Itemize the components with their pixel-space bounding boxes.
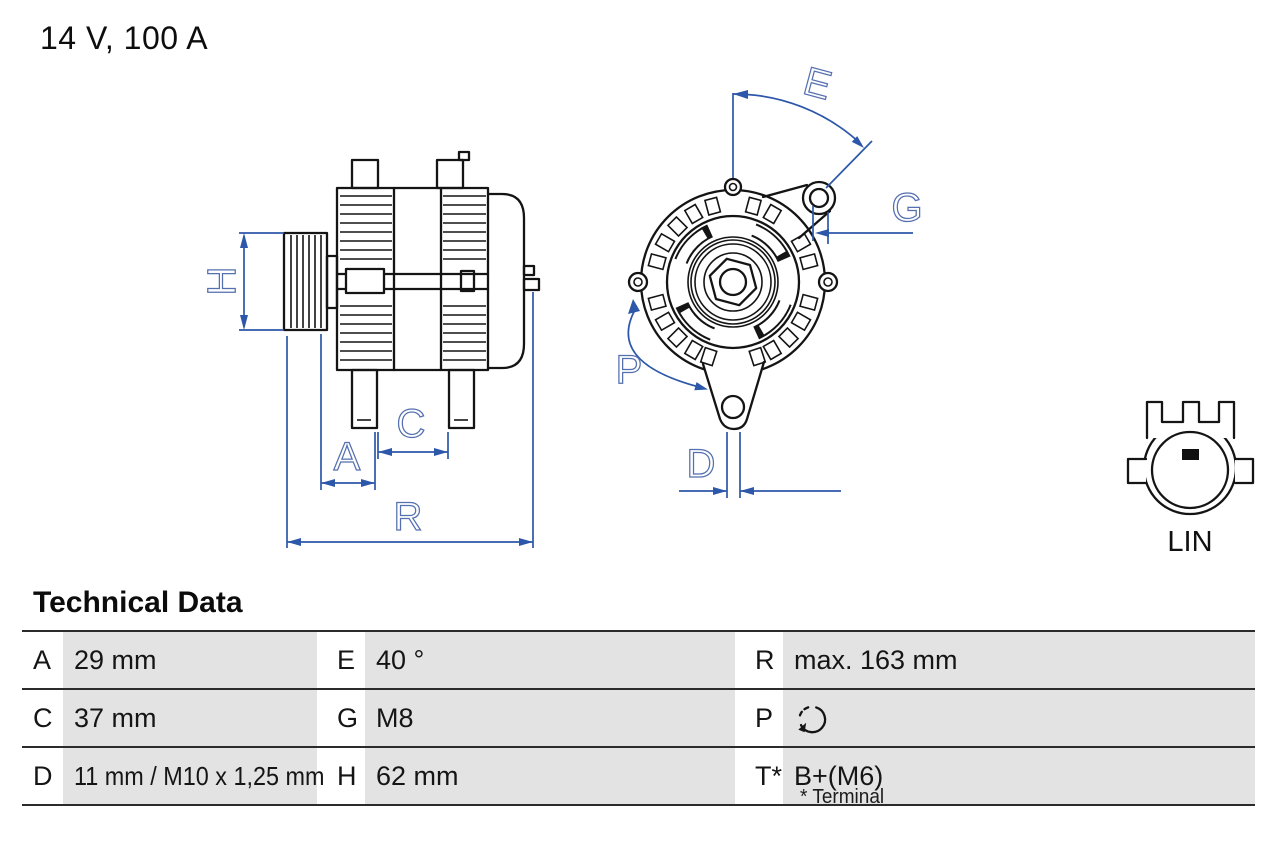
dimension-label-r: R [394,495,423,539]
param-value-g: M8 [365,690,735,746]
param-label-p: P [735,690,783,746]
table-row: C 37 mm G M8 P [22,690,1255,748]
connector-label: LIN [1167,526,1212,558]
mounting-arm-top [761,180,837,240]
param-value-e: 40 ° [365,632,735,688]
front-view-drawing: E G P D [615,59,923,498]
param-value-d-text: 11 mm / M10 x 1,25 mm [74,760,325,791]
param-value-p [783,690,1255,746]
mounting-arm-bottom [701,360,766,431]
param-label-c: C [22,690,63,746]
dimension-d: D [679,432,841,498]
param-label-t: T* [735,748,783,804]
param-value-a: 29 mm [63,632,317,688]
param-value-r: max. 163 mm [783,632,1255,688]
dimension-label-a: A [334,435,361,479]
alternator-technical-drawing: H A C R [199,59,1255,558]
connector-pin [1182,449,1199,460]
dimension-label-g: G [891,186,922,230]
dimension-label-h: H [200,267,244,296]
param-value-c: 37 mm [63,690,317,746]
dimension-p: P [615,299,708,393]
param-value-t: B+(M6) [783,748,1255,804]
param-label-e: E [317,632,365,688]
dimension-a: A [320,334,376,490]
housing-ears [627,177,839,293]
rotation-direction-icon [798,706,827,734]
param-value-d: 11 mm / M10 x 1,25 mm [63,748,325,804]
technical-data-heading: Technical Data [33,586,243,619]
dimension-label-c: C [397,402,426,446]
dimension-g: G [812,185,923,244]
side-view-drawing: H A C R [199,150,541,548]
param-label-r: R [735,632,783,688]
param-value-h: 62 mm [365,748,735,804]
front-hub [665,214,801,350]
dimension-label-p: P [616,348,643,392]
table-row: D 11 mm / M10 x 1,25 mm H 62 mm T* B+(M6… [22,748,1255,806]
dimension-e: E [732,59,873,189]
lin-connector-pictogram: LIN [1126,400,1255,558]
dimension-r: R [286,292,534,548]
spec-title: 14 V, 100 A [40,20,209,56]
param-label-g: G [317,690,365,746]
param-label-d: D [22,748,63,804]
cooling-fins-right [443,195,486,361]
housing-slots [647,196,819,367]
param-label-h: H [317,748,365,804]
pulley [282,231,339,332]
cooling-fins-left [340,195,392,361]
terminal-footnote: * Terminal [800,786,885,808]
dimension-label-e: E [799,59,836,108]
technical-data-table: A 29 mm E 40 ° R max. 163 mm C 37 mm G M… [22,630,1255,806]
dimension-h: H [199,232,284,331]
param-label-a: A [22,632,63,688]
dimension-label-d: D [687,442,716,486]
alternator-body-side [335,150,541,430]
table-row: A 29 mm E 40 ° R max. 163 mm [22,632,1255,690]
dimension-c: C [377,401,449,459]
